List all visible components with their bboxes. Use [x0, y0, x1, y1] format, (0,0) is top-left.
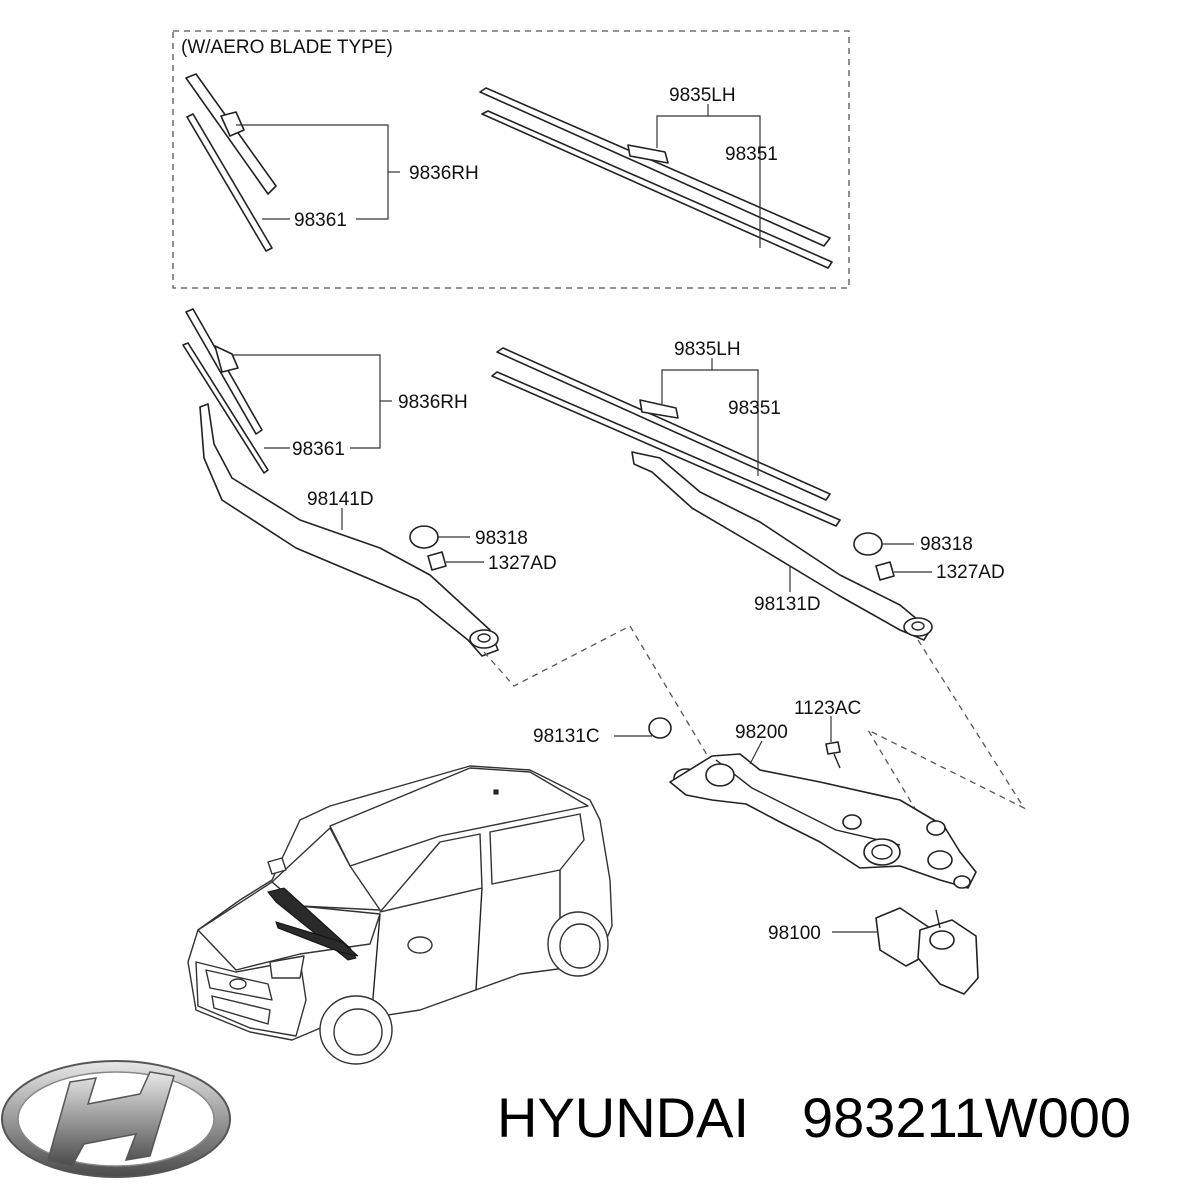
left-wiper-arm-icon [631, 451, 933, 641]
label-aero-98361: 98361 [294, 210, 347, 231]
left-nut-icon [875, 561, 895, 581]
right-wiper-arm-icon [199, 403, 499, 657]
right-blade-group: 9836RH 98361 [182, 308, 468, 474]
label-aero-9836rh: 9836RH [409, 163, 479, 184]
label-1123ac: 1123AC [794, 698, 861, 719]
left-blade-group: 9835LH 98351 [491, 339, 841, 527]
guide-left-arm [866, 639, 1026, 843]
label-98200: 98200 [735, 722, 788, 743]
label-right-98318: 98318 [475, 528, 528, 549]
left-cap-icon [853, 532, 883, 556]
label-left-98318: 98318 [920, 534, 973, 555]
brand-name: HYUNDAI [497, 1086, 749, 1149]
aero-dashed-frame [172, 30, 850, 289]
car-illustration-icon [187, 765, 613, 1065]
label-98351: 98351 [728, 398, 781, 419]
label-98141d: 98141D [307, 489, 374, 510]
label-9835lh: 9835LH [674, 339, 741, 360]
label-aero-98351: 98351 [725, 144, 778, 165]
label-right-1327ad: 1327AD [488, 553, 557, 574]
wiper-motor-icon [875, 907, 979, 995]
label-left-1327ad: 1327AD [936, 562, 1005, 583]
pivot-cap-icon [648, 717, 672, 739]
label-98361: 98361 [292, 439, 345, 460]
wiper-linkage-icon [669, 753, 977, 889]
right-nut-icon [427, 551, 447, 571]
aero-left-blade-icon [479, 87, 833, 269]
label-aero-9835lh: 9835LH [669, 85, 736, 106]
aero-section-title: (W/AERO BLADE TYPE) [181, 37, 393, 58]
guide-right-arm [483, 625, 717, 771]
label-98131d: 98131D [754, 594, 821, 615]
hyundai-logo-icon [1, 1060, 231, 1178]
aero-blade-section: (W/AERO BLADE TYPE) 9836RH 98361 9835LH … [172, 30, 850, 289]
label-98100: 98100 [768, 923, 821, 944]
aero-right-blade-icon [185, 73, 277, 252]
bolt-icon [825, 741, 841, 769]
part-number: 983211W000 [802, 1086, 1131, 1149]
right-cap-icon [409, 525, 439, 549]
label-98131c: 98131C [533, 726, 600, 747]
label-9836rh: 9836RH [398, 392, 468, 413]
